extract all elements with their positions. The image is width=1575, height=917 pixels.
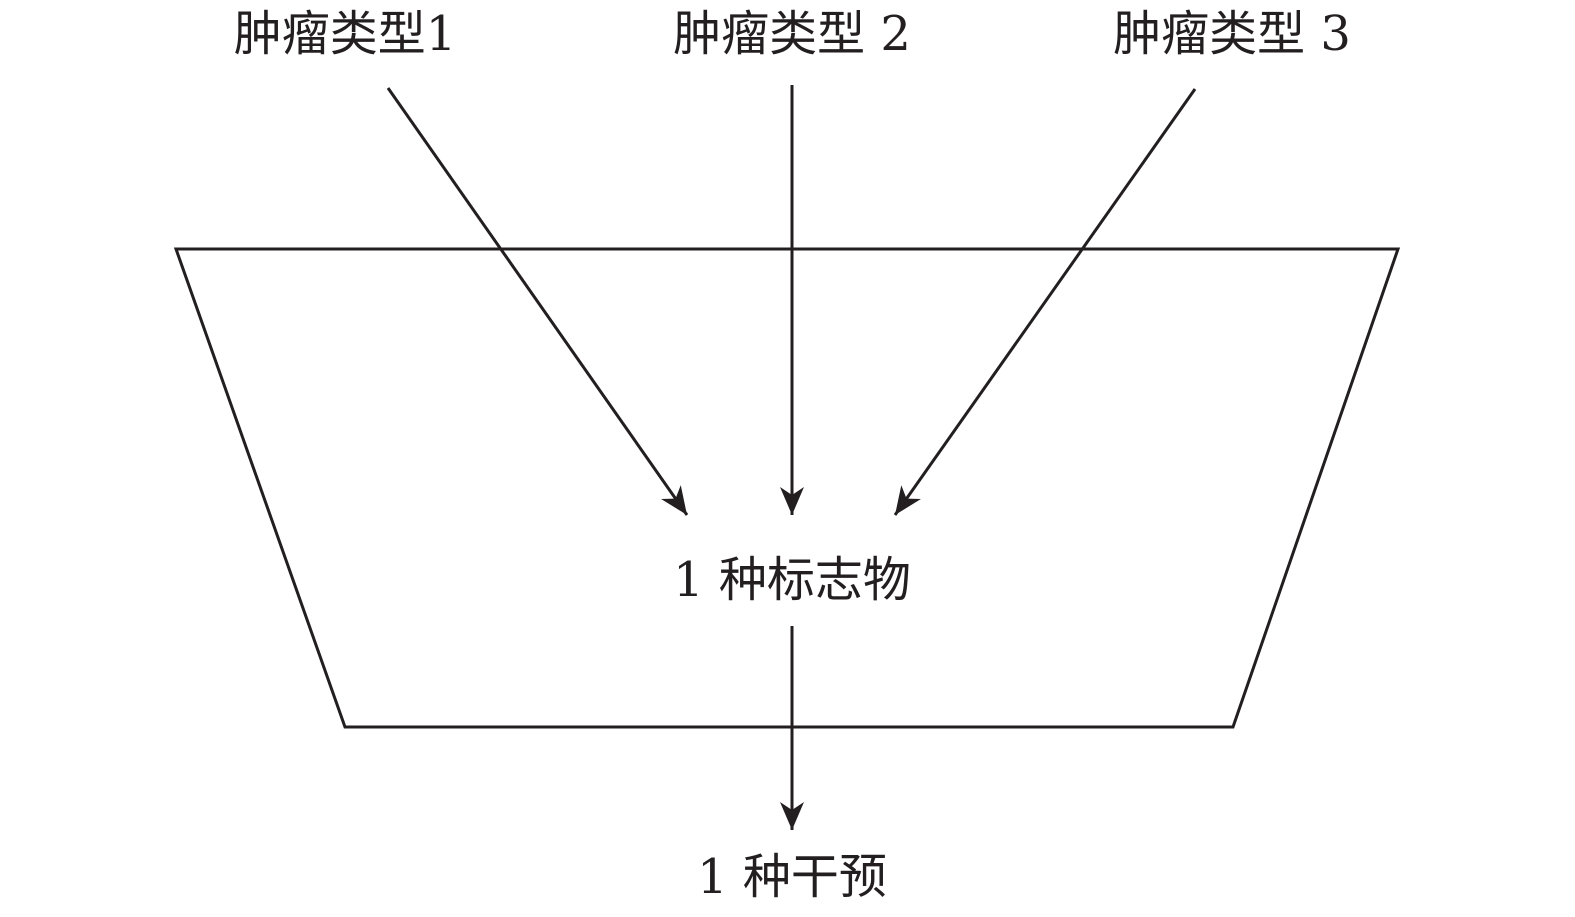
biomarker-label: 1 种标志物: [673, 552, 911, 608]
biomarker-trapezoid: [173, 247, 1401, 729]
arrow-tumor-1-to-biomarker: [386, 87, 689, 516]
arrow-tumor-3-to-biomarker: [893, 88, 1197, 516]
tumor-type-2-label: 肿瘤类型 2: [673, 6, 911, 62]
tumor-type-1-label: 肿瘤类型1: [234, 6, 457, 62]
intervention-label: 1 种干预: [697, 849, 887, 905]
tumor-type-3-label: 肿瘤类型 3: [1113, 6, 1351, 62]
